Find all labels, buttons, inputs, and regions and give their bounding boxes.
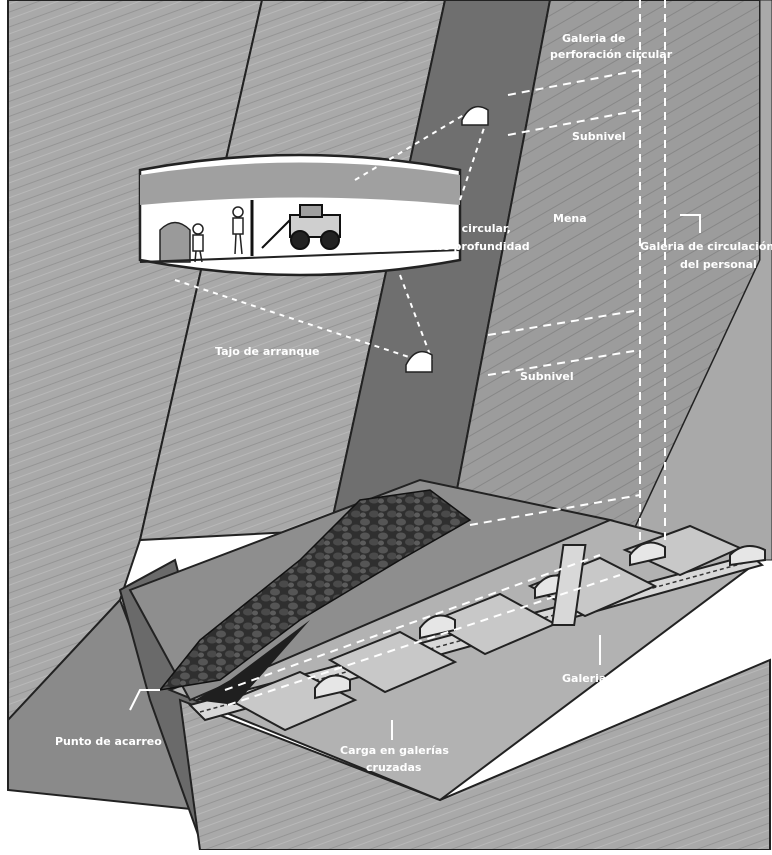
- label-galeria-circulacion-1: Galeria de circulación: [640, 240, 772, 253]
- label-carga-galerias-1: Carga en galerías: [340, 744, 449, 757]
- inset-bubble: [140, 155, 460, 275]
- label-subnivel-top: Subnivel: [572, 130, 626, 143]
- label-subnivel-bottom: Subnivel: [520, 370, 574, 383]
- label-punto-acarreo: Punto de acarreo: [55, 735, 162, 748]
- label-carga-galerias-2: cruzadas: [366, 761, 422, 774]
- label-tajo-arranque: Tajo de arranque: [215, 345, 320, 358]
- label-galeria-perforacion-1: Galeria de: [562, 32, 625, 45]
- label-galeria-perforacion-2: perforación circular: [550, 48, 673, 61]
- label-perforacion-circular-1: Perforación circular,: [386, 222, 511, 235]
- label-mena: Mena: [553, 212, 587, 225]
- label-galeria-circulacion-2: del personal: [680, 258, 757, 271]
- label-perforacion-circular-2: barrenos de profundidad: [375, 240, 530, 253]
- label-galeria-transporte: Galeria de transporte: [562, 672, 695, 685]
